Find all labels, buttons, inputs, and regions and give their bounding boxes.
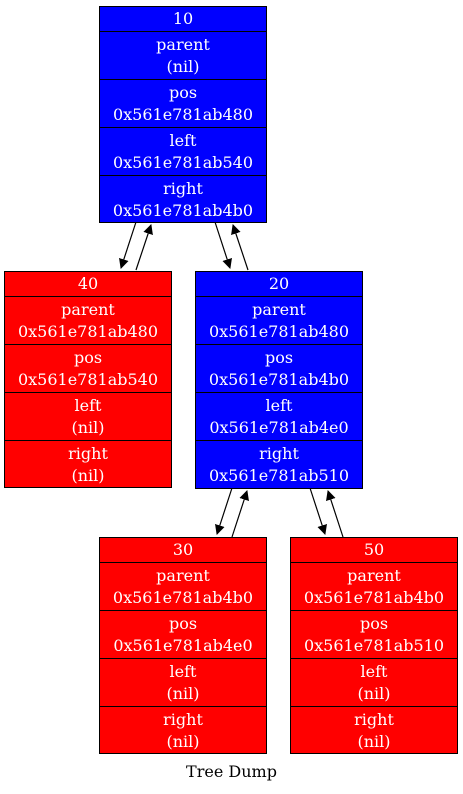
field-label: parent xyxy=(156,565,210,585)
field-value: (nil) xyxy=(166,683,200,703)
node-right-field: right (nil) xyxy=(5,440,171,488)
tree-node-20: 20 parent 0x561e781ab480 pos 0x561e781ab… xyxy=(195,271,363,489)
node-left-field: left (nil) xyxy=(291,658,457,706)
node-right-field: right 0x561e781ab4b0 xyxy=(100,175,266,223)
field-label: parent xyxy=(347,565,401,585)
tree-node-10: 10 parent (nil) pos 0x561e781ab480 left … xyxy=(99,6,267,223)
field-value: (nil) xyxy=(166,731,200,751)
node-left-field: left (nil) xyxy=(5,392,171,440)
node-key: 10 xyxy=(172,9,194,28)
node-parent-field: parent (nil) xyxy=(100,31,266,79)
node-pos-field: pos 0x561e781ab510 xyxy=(291,610,457,658)
field-label: parent xyxy=(61,299,115,319)
field-label: left xyxy=(360,661,388,681)
field-value: (nil) xyxy=(357,731,391,751)
node-pos-field: pos 0x561e781ab4e0 xyxy=(100,610,266,658)
field-label: parent xyxy=(252,299,306,319)
node-left-field: left 0x561e781ab4e0 xyxy=(196,392,362,440)
field-label: parent xyxy=(156,34,210,54)
node-right-field: right 0x561e781ab510 xyxy=(196,440,362,488)
edge-10-to-20 xyxy=(214,221,232,269)
node-right-field: right (nil) xyxy=(100,706,266,754)
field-label: pos xyxy=(359,613,389,633)
field-value: 0x561e781ab4e0 xyxy=(113,635,253,655)
field-label: left xyxy=(74,395,102,415)
node-parent-field: parent 0x561e781ab4b0 xyxy=(291,562,457,610)
field-label: right xyxy=(354,709,394,729)
edge-20-to-50 xyxy=(309,487,327,535)
field-value: 0x561e781ab480 xyxy=(208,321,350,341)
node-key: 20 xyxy=(268,274,290,293)
node-parent-field: parent 0x561e781ab480 xyxy=(5,296,171,344)
field-value: 0x561e781ab4b0 xyxy=(208,369,350,389)
node-right-field: right (nil) xyxy=(291,706,457,754)
field-label: right xyxy=(68,443,108,463)
field-label: left xyxy=(169,661,197,681)
edge-10-to-40 xyxy=(119,221,137,269)
field-value: (nil) xyxy=(166,56,200,76)
diagram-caption: Tree Dump xyxy=(186,762,277,781)
field-value: (nil) xyxy=(357,683,391,703)
field-value: 0x561e781ab540 xyxy=(17,369,159,389)
field-label: pos xyxy=(168,82,198,102)
tree-node-50: 50 parent 0x561e781ab4b0 pos 0x561e781ab… xyxy=(290,537,458,754)
field-value: (nil) xyxy=(71,417,105,437)
field-value: 0x561e781ab4b0 xyxy=(112,200,254,220)
field-value: 0x561e781ab4b0 xyxy=(112,587,254,607)
field-value: 0x561e781ab4b0 xyxy=(303,587,445,607)
node-key: 30 xyxy=(172,540,194,559)
edge-50-to-20 xyxy=(326,490,344,538)
field-label: right xyxy=(163,178,203,198)
field-value: 0x561e781ab510 xyxy=(303,635,445,655)
field-value: 0x561e781ab480 xyxy=(112,104,254,124)
node-key: 40 xyxy=(77,274,99,293)
field-value: 0x561e781ab4e0 xyxy=(209,417,349,437)
tree-node-40: 40 parent 0x561e781ab480 pos 0x561e781ab… xyxy=(4,271,172,488)
field-label: left xyxy=(265,395,293,415)
field-value: 0x561e781ab480 xyxy=(17,321,159,341)
node-left-field: left 0x561e781ab540 xyxy=(100,127,266,175)
field-label: pos xyxy=(73,347,103,367)
field-label: pos xyxy=(264,347,294,367)
field-value: (nil) xyxy=(71,465,105,485)
node-left-field: left (nil) xyxy=(100,658,266,706)
field-value: 0x561e781ab510 xyxy=(208,465,350,485)
tree-node-30: 30 parent 0x561e781ab4b0 pos 0x561e781ab… xyxy=(99,537,267,754)
node-pos-field: pos 0x561e781ab4b0 xyxy=(196,344,362,392)
node-parent-field: parent 0x561e781ab4b0 xyxy=(100,562,266,610)
edge-20-to-10 xyxy=(231,224,249,271)
node-parent-field: parent 0x561e781ab480 xyxy=(196,296,362,344)
field-label: right xyxy=(163,709,203,729)
node-key: 50 xyxy=(363,540,385,559)
field-label: pos xyxy=(168,613,198,633)
field-label: left xyxy=(169,130,197,150)
node-pos-field: pos 0x561e781ab480 xyxy=(100,79,266,127)
field-label: right xyxy=(259,443,299,463)
node-pos-field: pos 0x561e781ab540 xyxy=(5,344,171,392)
edge-20-to-30 xyxy=(215,487,233,535)
edge-40-to-10 xyxy=(135,224,153,271)
edge-30-to-20 xyxy=(231,490,249,538)
field-value: 0x561e781ab540 xyxy=(112,152,254,172)
